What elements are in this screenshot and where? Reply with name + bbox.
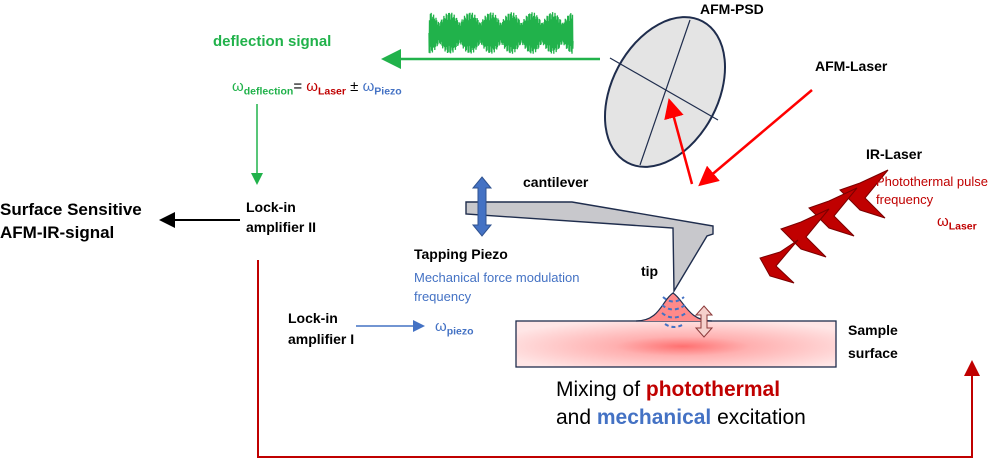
thermal-expansion-arrow-icon — [694, 305, 714, 338]
reference-line — [257, 260, 980, 458]
caption-text: and — [556, 406, 597, 429]
omega-piezo-sub: piezo — [446, 325, 474, 338]
ir-laser-label: IR-Laser — [866, 146, 923, 162]
lockin2-line2: amplifier II — [246, 219, 317, 235]
caption-mechanical: mechanical — [596, 406, 712, 429]
omega-symbol: ω — [362, 78, 375, 95]
omega-laser: ωLaser — [937, 213, 977, 233]
formula-piezo-sub: Piezo — [374, 85, 402, 98]
omega-symbol: ω — [306, 78, 318, 95]
ir-laser-pulses-icon — [759, 169, 889, 284]
afm-laser-label: AFM-Laser — [815, 58, 888, 74]
afm-laser-beam — [698, 89, 813, 187]
sample-line2: surface — [848, 345, 898, 361]
psd-label: AFM-PSD — [700, 1, 764, 17]
tapping-piezo-label: Tapping Piezo — [414, 246, 508, 262]
output-line2: AFM-IR-signal — [0, 223, 115, 242]
sample-line1: Sample — [848, 322, 898, 338]
cantilever-shape — [465, 201, 714, 294]
piezo-arrow-icon — [471, 176, 493, 237]
omega-symbol: ω — [937, 213, 949, 230]
omega-symbol: ω — [232, 78, 244, 95]
tip-label: tip — [641, 263, 659, 279]
caption-text: excitation — [711, 406, 806, 429]
deflection-waveform — [428, 12, 574, 54]
reflected-beam — [664, 98, 694, 185]
psd-detector — [603, 16, 727, 168]
omega-symbol: ω — [435, 318, 447, 335]
omega-piezo: ωpiezo — [435, 318, 474, 338]
lockin2-line1: Lock-in — [246, 199, 296, 215]
output-line1: Surface Sensitive — [0, 200, 142, 219]
formula-laser-sub: Laser — [317, 85, 346, 98]
caption-line1: Mixing of photothermal — [556, 378, 780, 402]
formula-equals: = — [293, 78, 303, 95]
piezo-desc-line2: frequency — [414, 289, 472, 304]
formula-deflection-sub: deflection — [243, 85, 294, 98]
formula-plus-minus: ± — [350, 78, 359, 95]
cantilever-label: cantilever — [523, 174, 589, 190]
ir-desc-line2: frequency — [876, 192, 934, 207]
caption-photothermal: photothermal — [645, 378, 781, 401]
caption-line2: and mechanical excitation — [556, 406, 806, 430]
lockin1-line1: Lock-in — [288, 310, 338, 326]
ir-desc-line1: Photothermal pulse — [876, 174, 989, 189]
deflection-formula: ωdeflection= ωLaser ± ωPiezo — [232, 78, 402, 98]
deflection-signal-label: deflection signal — [213, 33, 332, 50]
caption-text: Mixing of — [556, 378, 646, 401]
sample-block — [515, 292, 837, 368]
omega-laser-sub: Laser — [948, 220, 977, 233]
lockin1-line2: amplifier I — [288, 331, 355, 347]
piezo-desc-line1: Mechanical force modulation — [414, 270, 580, 285]
